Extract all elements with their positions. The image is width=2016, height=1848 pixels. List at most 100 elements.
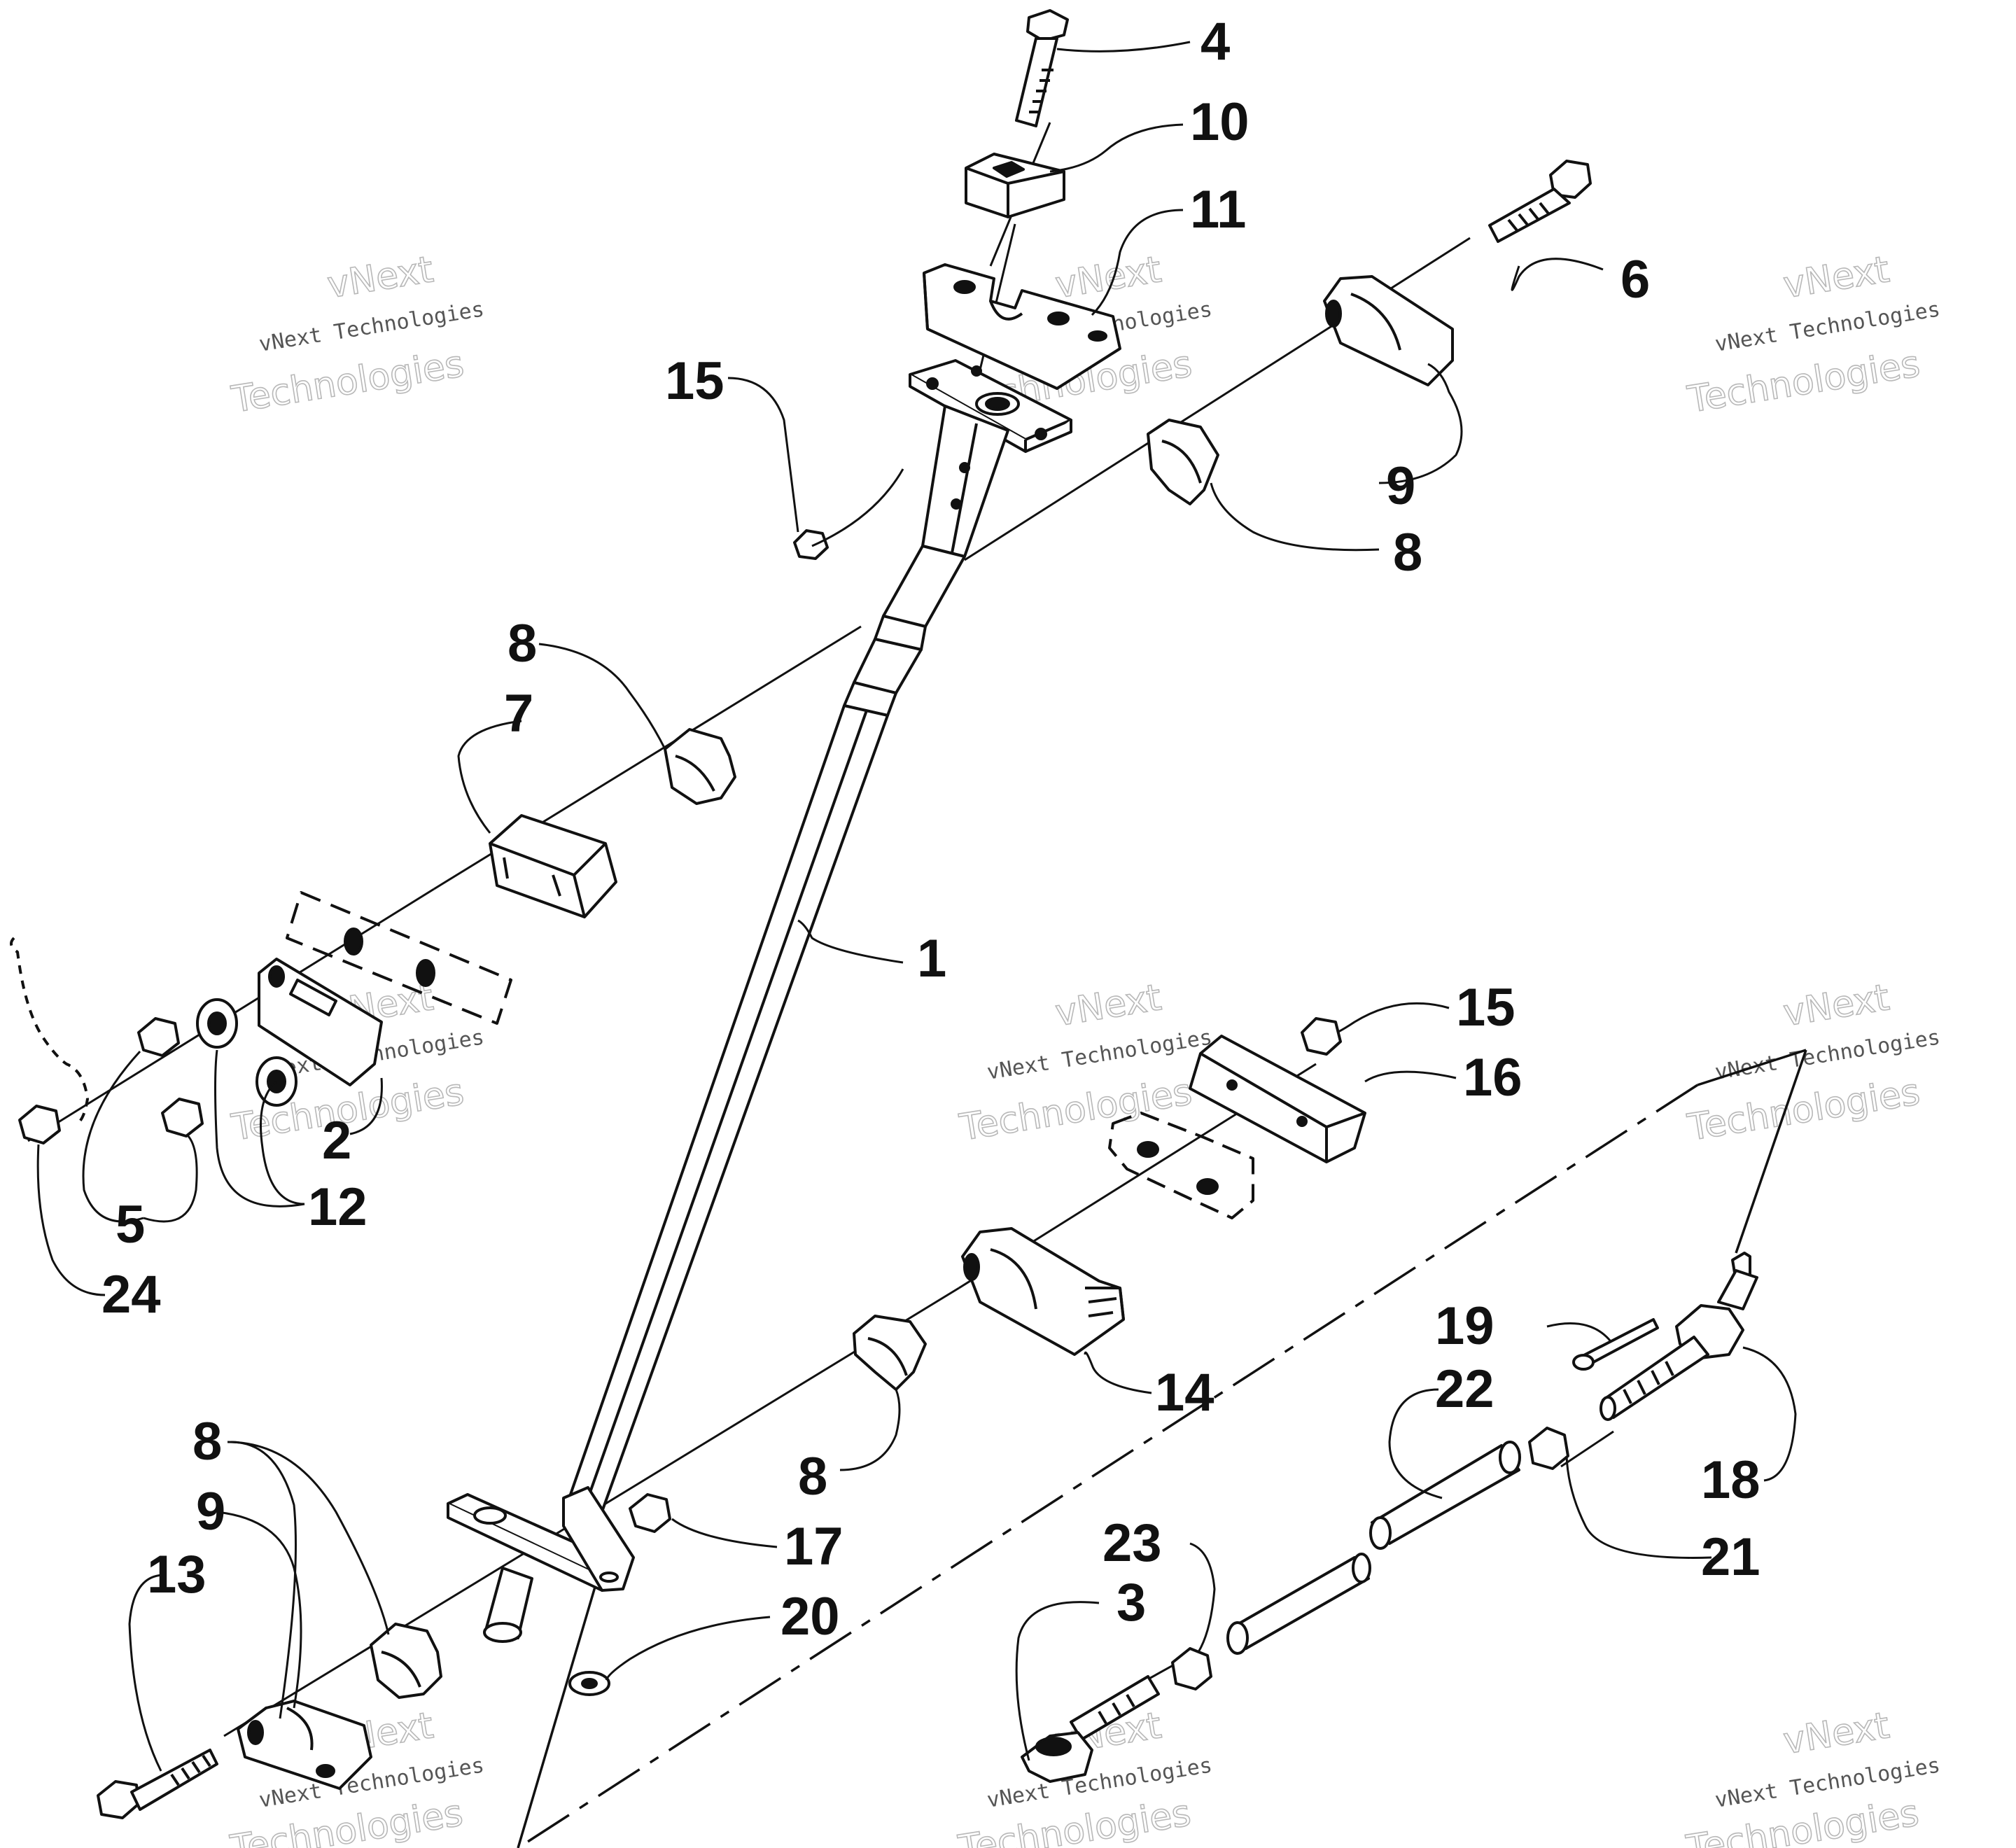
callout-1: 1 (917, 929, 946, 988)
leader-line (811, 468, 904, 547)
tube-end (1369, 1516, 1392, 1550)
pitman-arm (562, 1486, 635, 1592)
axis-line (1560, 1430, 1614, 1468)
washer-hole (581, 1678, 598, 1689)
bolt-thread (1029, 69, 1054, 113)
callout-24: 24 (102, 1265, 161, 1324)
leader-line (671, 1518, 778, 1548)
callout-14: 14 (1155, 1363, 1214, 1422)
clamp-edge (489, 842, 607, 918)
jam-nut (1171, 1647, 1212, 1690)
leader-line (349, 1077, 383, 1135)
hex-nut (161, 1098, 204, 1138)
leader-line (143, 1134, 198, 1223)
bolt-thread (170, 1754, 211, 1786)
handlebar-hole (344, 927, 363, 955)
callout-5: 5 (115, 1195, 145, 1254)
handlebar-phantom (286, 891, 512, 1025)
plate-hole (1137, 1141, 1159, 1158)
leader-line (457, 720, 522, 834)
plate-hole (1226, 1079, 1238, 1091)
leader-line (1056, 41, 1191, 52)
cotter-pin-eye (1572, 1354, 1595, 1371)
clamp-slot (503, 857, 561, 897)
leader-line (36, 1144, 106, 1296)
cable-phantom (10, 937, 89, 1125)
flange-hole (1035, 428, 1047, 440)
clamp-block-hole (1088, 330, 1107, 342)
leader-line (1210, 482, 1380, 552)
watermark-text: vNext (1781, 1704, 1892, 1763)
bushing-insert (664, 728, 736, 805)
hex-nut (793, 529, 829, 560)
plate-edge (1199, 1052, 1366, 1162)
watermark-group: vNext vNext Technologies Technologies (1684, 248, 1942, 421)
phantom-plate (1108, 1112, 1254, 1219)
right-handlebar-clamp (1147, 160, 1592, 505)
callout-15: 15 (1456, 978, 1516, 1037)
bolt-thread (1507, 202, 1550, 232)
bushing-edge (381, 1651, 421, 1688)
leader-line (216, 1511, 302, 1709)
bracket-hole (268, 965, 285, 988)
tube-end (1352, 1553, 1371, 1583)
callout-8: 8 (507, 614, 537, 673)
bolt (1015, 9, 1069, 127)
leader-line (1735, 1049, 1807, 1254)
lower-arm-hole (473, 1506, 507, 1525)
bushing-insert (853, 1315, 927, 1391)
watermark-group: vNext vNext Technologies Technologies (956, 976, 1214, 1149)
hex-nut (137, 1017, 180, 1057)
callout-9: 9 (1386, 456, 1415, 516)
clamp-block-saddle (989, 300, 1023, 321)
clamp-hole (316, 1764, 335, 1778)
bolt-shank (1488, 188, 1571, 243)
callout-8: 8 (192, 1412, 222, 1471)
bushing-insert (1147, 419, 1219, 505)
clamp-half (1323, 275, 1454, 386)
callout-13: 13 (147, 1545, 206, 1604)
bolt-head (97, 1780, 140, 1819)
callout-17: 17 (784, 1517, 844, 1576)
clamp-block-edge (923, 272, 929, 330)
leader-line (1378, 363, 1463, 484)
clamp-hole (247, 1720, 264, 1745)
callout-10: 10 (1190, 92, 1250, 152)
watermark-text: vNext (1053, 248, 1164, 307)
bushing-edge (675, 755, 715, 792)
leader-line (727, 377, 799, 533)
washer-hole (207, 1011, 227, 1035)
leader-line (839, 1389, 901, 1471)
clamp-saddle (990, 1248, 1037, 1310)
callout-12: 12 (308, 1177, 368, 1237)
clamp-cap-edge (965, 167, 1065, 217)
leader-line (1742, 1346, 1797, 1482)
callout-7: 7 (504, 684, 533, 743)
top-clamp-assembly (793, 9, 1121, 560)
hex-nut (1301, 1017, 1342, 1056)
tube-highlight (582, 710, 868, 1513)
tube-end (1226, 1621, 1249, 1655)
clamp-saddle (1350, 293, 1401, 351)
clamp-half (237, 1700, 372, 1790)
plate-hole (1196, 1178, 1219, 1195)
callout-9: 9 (196, 1482, 225, 1541)
leader-line (1084, 1351, 1152, 1394)
bushing-edge (867, 1337, 908, 1376)
leader-line (82, 1050, 144, 1223)
leader-line (1336, 1002, 1450, 1034)
leader-line (1189, 1542, 1216, 1653)
ball-socket (1035, 1737, 1072, 1756)
callout-23: 23 (1102, 1513, 1162, 1573)
tie-rod-centerline (517, 1049, 1807, 1848)
clamp-cap-body (965, 153, 1065, 218)
callout-20: 20 (780, 1587, 840, 1646)
leader-lines (36, 41, 1797, 1772)
housing-rivet (951, 498, 962, 510)
bracket-slot (289, 979, 337, 1016)
thread (1098, 1693, 1135, 1725)
tie-rod-assembly (1021, 1252, 1758, 1783)
leader-line (538, 643, 666, 750)
leader-line (1091, 209, 1184, 316)
post-tube (564, 704, 889, 1517)
